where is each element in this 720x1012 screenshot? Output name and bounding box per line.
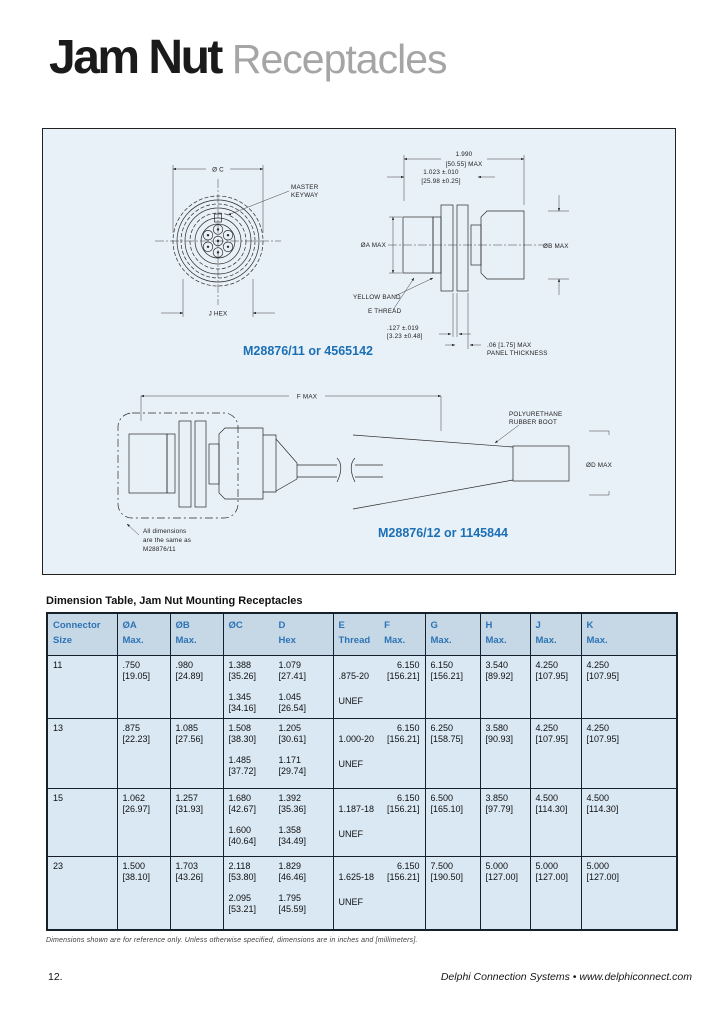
cell-dia-b: .980[24.89] [169,655,224,719]
dim-length-in: 1.990 [456,151,473,158]
dim-label-c: Ø C [212,167,224,174]
page-number: 12. [48,971,63,983]
table-row: 13 .875[22.23] 1.085[27.56] 1.508[38.30]… [46,718,678,789]
cell-connector-size: 13 [46,718,118,789]
title-main: Jam Nut [49,31,223,84]
boot-label-1: POLYURETHANE [509,411,562,418]
table-title: Dimension Table, Jam Nut Mounting Recept… [46,595,303,607]
dim-offset-in: .127 ±.019 [387,325,419,332]
boot-view: F MAX POLYURETHANE RUBBER BOOT ØD MAX Al… [117,394,613,553]
note-line-1: All dimensions [143,528,186,535]
cell-g: 6.250[158.75] [424,718,481,789]
table-row: 23 1.500[38.10] 1.703[43.26] 2.118[53.80… [46,856,678,930]
title-sub: Receptacles [231,36,448,82]
dimension-table-body: 11 .750[19.05] .980[24.89] 1.388[35.26] … [46,655,678,930]
footer: Delphi Connection Systems • www.delphico… [441,971,692,983]
cell-connector-size: 23 [46,856,118,930]
footer-company: Delphi Connection Systems [440,971,570,983]
keyway-label-1: MASTER [291,184,319,191]
same-dims-outline [117,412,239,519]
cell-dia-a: .875[22.23] [116,718,171,789]
cell-dia-b: 1.085[27.56] [169,718,224,789]
cell-dia-a: .750[19.05] [116,655,171,719]
cell-connector-size: 11 [46,655,118,719]
cell-j: 4.250[107.95] [529,718,582,789]
dim-dia-a: ØA MAX [361,242,387,249]
footer-bullet-icon: • [572,971,577,983]
cell-j: 5.000[127.00] [529,856,582,930]
cell-g: 7.500[190.50] [424,856,481,930]
cell-c-d: 2.118[53.80] 1.829[46.46] 2.095[53.21] 1… [222,856,334,930]
dim-thread-len-mm: [25.98 ±0.25] [421,178,460,185]
panel-thickness-2: PANEL THICKNESS [487,350,548,357]
cell-h: 3.540[89.92] [479,655,531,719]
yellow-band-label: YELLOW BAND [353,294,401,301]
cell-c-d: 1.388[35.26] 1.079[27.41] 1.345[34.16] 1… [222,655,334,719]
cell-dia-a: 1.062[26.97] [116,788,171,857]
front-view: Ø C J HEX MASTER KEYWAY M28876/11 or 456… [155,165,373,358]
cell-k: 5.000[127.00] [580,856,678,930]
cell-j: 4.500[114.30] [529,788,582,857]
cell-h: 5.000[127.00] [479,856,531,930]
panel-thickness-1: .06 [1.75] MAX [487,342,532,349]
keyway-label-2: KEYWAY [291,192,319,199]
dim-dia-d: ØD MAX [586,462,613,469]
cell-k: 4.250[107.95] [580,718,678,789]
cell-k: 4.500[114.30] [580,788,678,857]
dim-thread-len-in: 1.023 ±.010 [423,169,459,176]
note-line-3: M28876/11 [143,546,176,553]
cell-dia-b: 1.703[43.26] [169,856,224,930]
table-row: 11 .750[19.05] .980[24.89] 1.388[35.26] … [46,655,678,719]
dim-f-max: F MAX [297,394,318,401]
drawing-panel: Ø C J HEX MASTER KEYWAY M28876/11 or 456… [42,128,676,575]
part-number-top: M28876/11 or 4565142 [243,344,373,358]
contact-pattern [202,224,234,258]
cell-dia-a: 1.500[38.10] [116,856,171,930]
keyway-notch [214,213,222,223]
cell-connector-size: 15 [46,788,118,857]
cell-j: 4.250[107.95] [529,655,582,719]
table-footnote: Dimensions shown are for reference only.… [46,937,418,944]
cell-h: 3.580[90.93] [479,718,531,789]
table-row: 15 1.062[26.97] 1.257[31.93] 1.680[42.67… [46,788,678,857]
cell-k: 4.250[107.95] [580,655,678,719]
cell-g: 6.500[165.10] [424,788,481,857]
cell-dia-b: 1.257[31.93] [169,788,224,857]
rubber-boot [512,445,570,482]
dim-length-mm: [50.55] MAX [446,161,483,168]
footer-url[interactable]: www.delphiconnect.com [579,971,692,983]
cell-c-d: 1.680[42.67] 1.392[35.36] 1.600[40.64] 1… [222,788,334,857]
dim-label-j-hex: J HEX [209,311,228,318]
technical-drawing: Ø C J HEX MASTER KEYWAY M28876/11 or 456… [117,151,613,553]
cell-c-d: 1.508[38.30] 1.205[30.61] 1.485[37.72] 1… [222,718,334,789]
note-line-2: are the same as [143,537,191,544]
e-thread-label: E THREAD [368,308,402,315]
cell-g: 6.150[156.21] [424,655,481,719]
part-number-bottom: M28876/12 or 1145844 [378,526,508,540]
boot-label-2: RUBBER BOOT [509,419,557,426]
dim-offset-mm: [3.23 ±0.48] [387,333,423,340]
dim-dia-b: ØB MAX [543,243,569,250]
side-view: 1.990 [50.55] MAX 1.023 ±.010 [25.98 ±0.… [353,151,569,357]
cell-h: 3.850[97.79] [479,788,531,857]
